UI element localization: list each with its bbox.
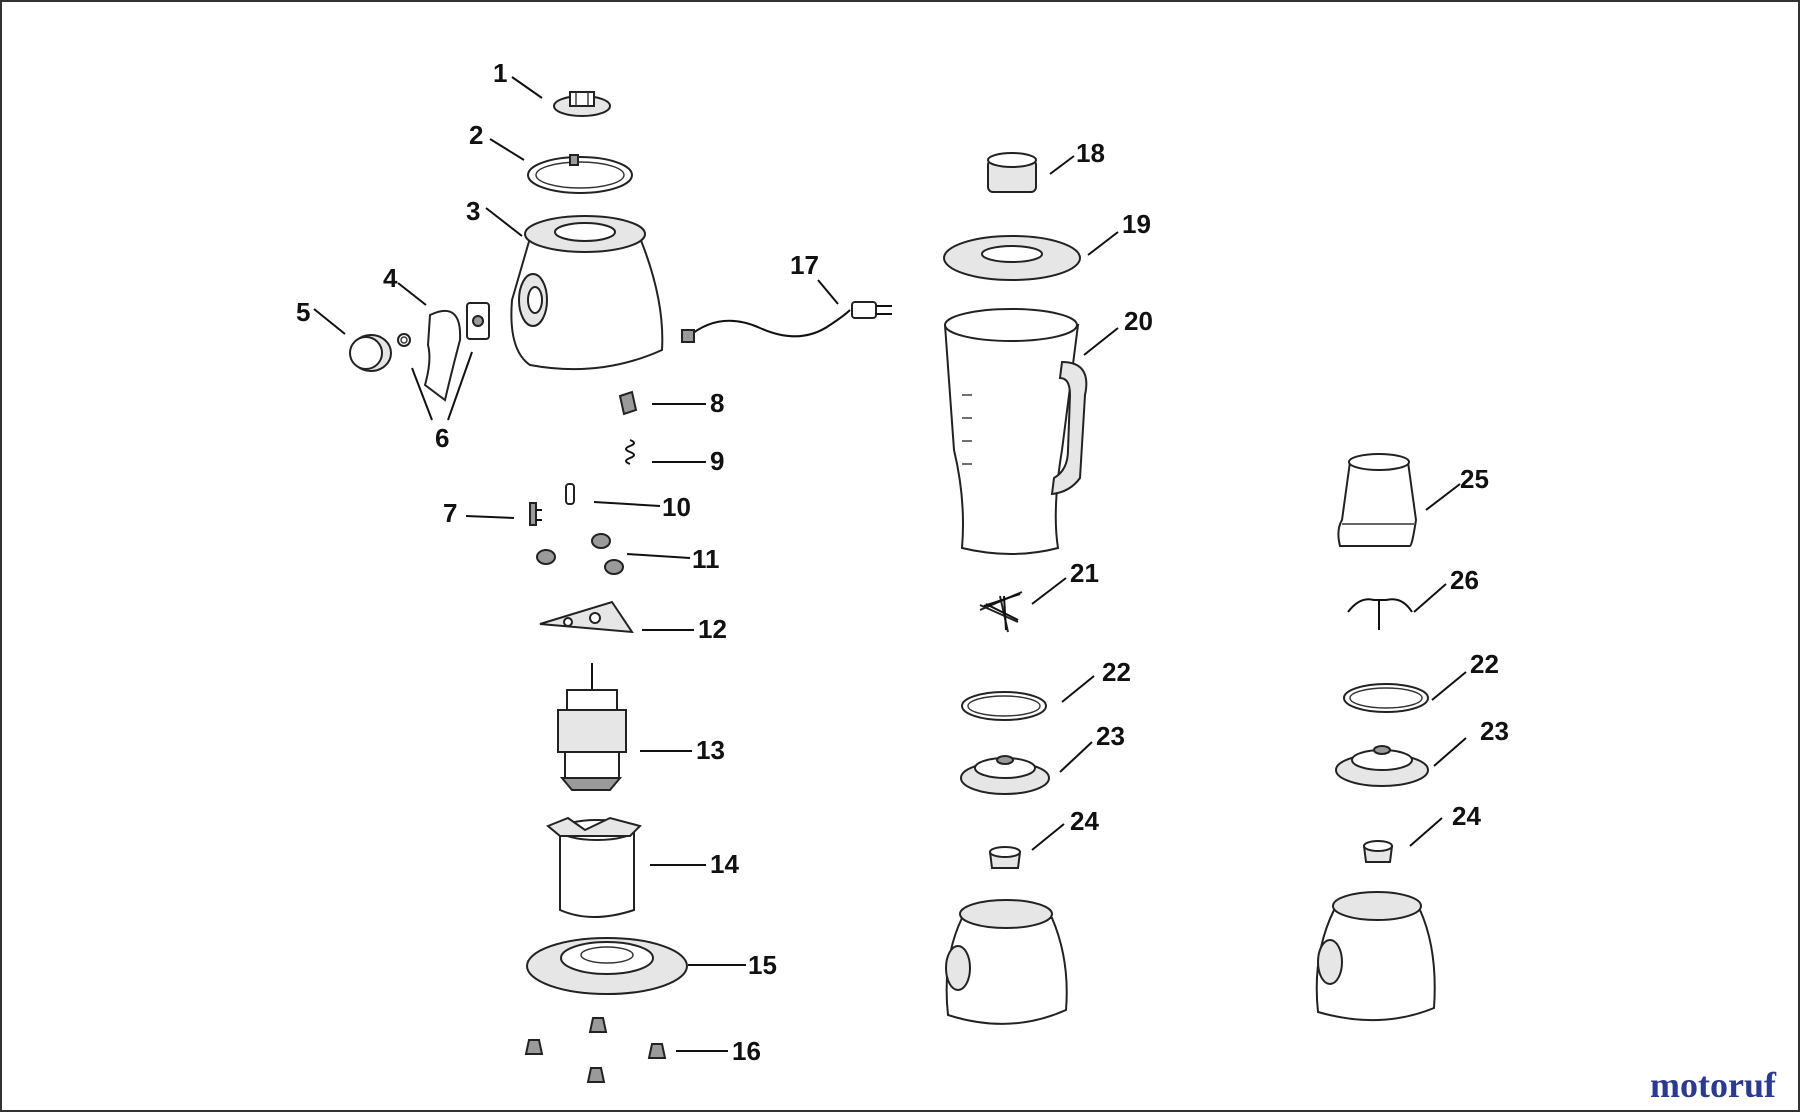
callout-19: 19 [1122, 209, 1151, 239]
part-13-motor [557, 663, 627, 791]
part-5-knob [349, 334, 392, 372]
callout-8: 8 [710, 388, 724, 418]
part-22b-seal-ring [1343, 683, 1429, 713]
callout-17: 17 [790, 250, 819, 280]
part-14-cylinder [546, 816, 642, 918]
part-23a-blade-base [960, 755, 1050, 795]
callout-14: 14 [710, 849, 739, 879]
callout-6: 6 [435, 423, 449, 453]
callout-11: 11 [692, 544, 720, 574]
leader-lines [313, 76, 1467, 1052]
callout-7: 7 [443, 498, 457, 528]
callout-5: 5 [296, 297, 310, 327]
callout-26: 26 [1450, 565, 1479, 595]
part-9-spring [625, 439, 635, 465]
callout-10: 10 [662, 492, 691, 522]
part-18-cap [987, 152, 1037, 193]
part-3-housing [510, 215, 664, 371]
part-15-base-plate [526, 937, 688, 995]
callout-1: 1 [493, 58, 507, 88]
callout-3: 3 [466, 196, 480, 226]
part-17-power-cord [681, 301, 892, 343]
callout-15: 15 [748, 950, 777, 980]
part-8-lever [618, 390, 638, 416]
callout-21: 21 [1070, 558, 1099, 588]
part-24b-drive-coupler [1362, 840, 1394, 863]
callout-4: 4 [383, 263, 398, 293]
part-6-switch-plate [397, 309, 462, 402]
callout-16: 16 [732, 1036, 761, 1066]
part-23b-blade-base [1335, 745, 1429, 787]
callout-23a: 23 [1096, 721, 1125, 751]
part-16-feet [524, 1017, 667, 1083]
callout-22a: 22 [1102, 657, 1131, 687]
part-7-clip [529, 502, 542, 526]
watermark-text: motoruf [1650, 1065, 1776, 1105]
callout-18: 18 [1076, 138, 1105, 168]
part-20-jar [943, 308, 1088, 555]
watermark-logo: motoruf [1650, 1064, 1776, 1106]
assembled-base-middle [945, 899, 1068, 1025]
part-25-grinder-cup [1337, 453, 1418, 547]
callout-9: 9 [710, 446, 724, 476]
part-2-ring [527, 154, 633, 194]
part-24a-drive-coupler [988, 846, 1022, 869]
part-19-lid [943, 235, 1081, 281]
part-10-pin [565, 483, 575, 505]
callout-12: 12 [698, 614, 727, 644]
part-12-bracket [539, 600, 634, 634]
assembled-base-right [1315, 891, 1436, 1022]
callout-2: 2 [469, 120, 483, 150]
callout-13: 13 [696, 735, 725, 765]
callout-20: 20 [1124, 306, 1153, 336]
callout-labels: 1 2 3 4 5 6 7 8 9 10 11 12 13 14 15 16 1… [296, 58, 1509, 1066]
part-1-coupling [553, 91, 611, 117]
callout-24a: 24 [1070, 806, 1099, 836]
callout-25: 25 [1460, 464, 1489, 494]
callout-22b: 22 [1470, 649, 1499, 679]
part-11-nuts [536, 533, 624, 575]
callout-24b: 24 [1452, 801, 1481, 831]
part-4-bracket [466, 302, 490, 340]
part-21-blade [979, 591, 1023, 633]
part-26-blade [1347, 598, 1413, 630]
part-22a-seal-ring [961, 691, 1047, 721]
callout-23b: 23 [1480, 716, 1509, 746]
